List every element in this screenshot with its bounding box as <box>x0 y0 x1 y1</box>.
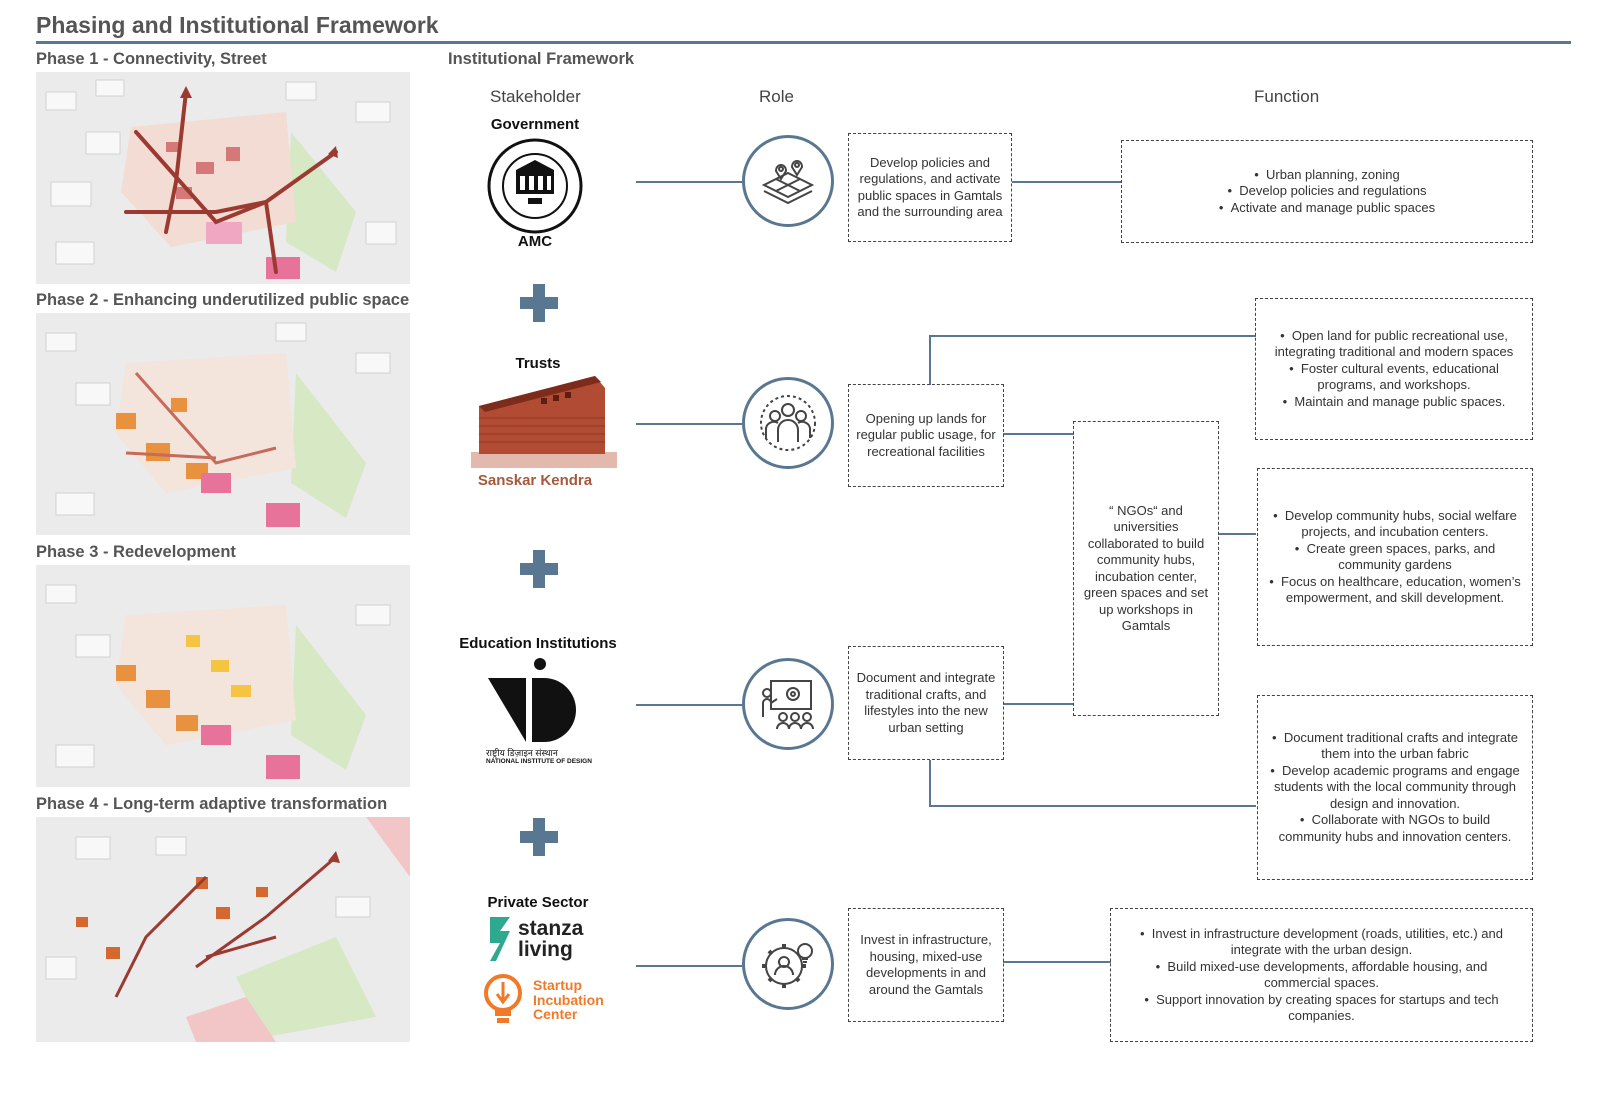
community-group-icon <box>742 377 834 469</box>
incubation-logo-text: Startup Incubation Center <box>533 978 604 1022</box>
phase-1-label: Phase 1 - Connectivity, Street <box>36 50 267 68</box>
function-item: Maintain and manage public spaces. <box>1266 394 1522 411</box>
nid-logo <box>486 658 588 744</box>
connector-line <box>1003 433 1074 435</box>
map-layers-icon <box>742 135 834 227</box>
function-item: Document traditional crafts and integrat… <box>1268 730 1522 763</box>
phase-2-label: Phase 2 - Enhancing underutilized public… <box>36 291 410 309</box>
connector-line <box>929 805 1256 807</box>
function-item: Urban planning, zoning <box>1219 167 1435 184</box>
connector-line <box>1012 181 1122 183</box>
function-education-box: Document traditional crafts and integrat… <box>1257 695 1533 880</box>
stanza-logo-mark <box>486 915 514 963</box>
lightbulb-icon <box>482 972 524 1026</box>
incubation-logo-line1: Startup <box>533 977 582 993</box>
function-item: Develop policies and regulations <box>1219 183 1435 200</box>
incubation-logo-line3: Center <box>533 1006 578 1022</box>
connector-line <box>636 423 742 425</box>
stanza-logo-text: stanza <box>518 917 584 940</box>
role-education-box: Document and integrate traditional craft… <box>848 646 1004 760</box>
nid-english-text: NATIONAL INSTITUTE OF DESIGN <box>486 758 592 765</box>
function-item: Develop community hubs, social welfare p… <box>1268 508 1522 541</box>
function-header: Function <box>1254 87 1320 106</box>
stakeholder-government-label: Government <box>490 116 580 133</box>
gear-person-idea-icon <box>742 918 834 1010</box>
plus-icon <box>520 284 558 322</box>
phase-3-map <box>36 565 410 787</box>
stakeholder-education-label: Education Institutions <box>459 635 617 652</box>
sanskar-kendra-text: Sanskar Kendra <box>477 472 593 489</box>
function-item: Develop academic programs and engage stu… <box>1268 763 1522 813</box>
function-ngo-box: Develop community hubs, social welfare p… <box>1257 468 1533 646</box>
phase-1-map <box>36 72 410 284</box>
role-header: Role <box>759 87 794 106</box>
connector-line <box>636 965 742 967</box>
sanskar-kendra-logo <box>471 374 617 470</box>
function-government-box: Urban planning, zoning Develop policies … <box>1121 140 1533 243</box>
role-ngo-box: “ NGOs“ and universities collaborated to… <box>1073 421 1219 716</box>
phase-4-label: Phase 4 - Long-term adaptive transformat… <box>36 795 388 813</box>
stakeholder-trusts-label: Trusts <box>515 355 561 372</box>
role-trusts-box: Opening up lands for regular public usag… <box>848 384 1004 487</box>
living-logo-text: living <box>518 938 573 961</box>
connector-line <box>1003 703 1074 705</box>
function-item: Support innovation by creating spaces fo… <box>1121 992 1522 1025</box>
nid-hindi-text: राष्ट्रीय डिज़ाइन संस्थान <box>486 748 558 758</box>
stakeholder-private-label: Private Sector <box>487 894 589 911</box>
connector-line <box>929 335 1256 337</box>
plus-icon <box>520 818 558 856</box>
function-item: Activate and manage public spaces <box>1219 200 1436 217</box>
phase-4-map <box>36 817 410 1042</box>
connector-line <box>636 181 742 183</box>
connector-line <box>636 704 742 706</box>
function-item: Create green spaces, parks, and communit… <box>1268 541 1522 574</box>
function-item: Collaborate with NGOs to build community… <box>1268 812 1522 845</box>
connector-line <box>1218 533 1256 535</box>
connector-line <box>1003 961 1111 963</box>
incubation-logo-line2: Incubation <box>533 991 604 1008</box>
connector-line <box>929 335 931 385</box>
presentation-icon <box>742 658 834 750</box>
framework-title: Institutional Framework <box>448 50 635 68</box>
phase-2-map <box>36 313 410 535</box>
function-trusts-box: Open land for public recreational use, i… <box>1255 298 1533 440</box>
function-item: Invest in infrastructure development (ro… <box>1121 926 1522 959</box>
amc-logo <box>486 138 584 250</box>
page-title: Phasing and Institutional Framework <box>36 12 439 38</box>
plus-icon <box>520 550 558 588</box>
function-item: Foster cultural events, educational prog… <box>1266 361 1522 394</box>
connector-line <box>929 760 931 807</box>
amc-logo-text: AMC <box>517 233 553 250</box>
function-private-box: Invest in infrastructure development (ro… <box>1110 908 1533 1042</box>
function-item: Focus on healthcare, education, women’s … <box>1268 574 1522 607</box>
function-item: Open land for public recreational use, i… <box>1266 328 1522 361</box>
stakeholder-header: Stakeholder <box>490 87 581 106</box>
title-rule <box>36 41 1571 44</box>
function-item: Build mixed-use developments, affordable… <box>1121 959 1522 992</box>
role-government-box: Develop policies and regulations, and ac… <box>848 133 1012 242</box>
phase-3-label: Phase 3 - Redevelopment <box>36 543 236 561</box>
role-private-box: Invest in infrastructure, housing, mixed… <box>848 908 1004 1022</box>
